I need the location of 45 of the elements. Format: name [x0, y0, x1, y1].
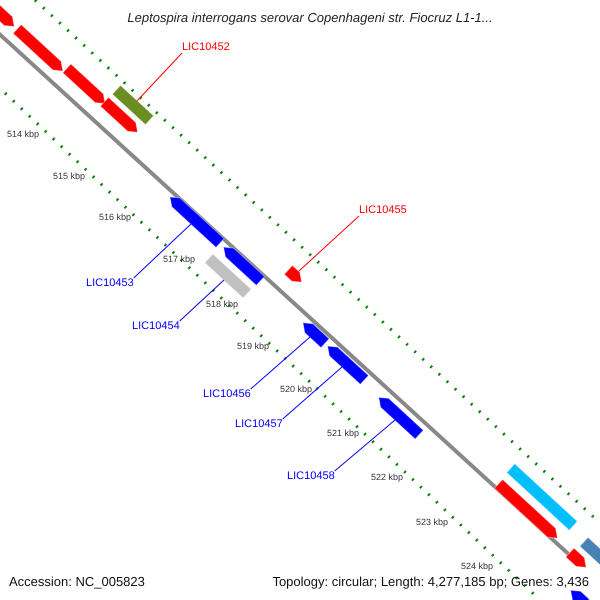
position-label: 518 kbp — [206, 300, 238, 309]
title: Leptospira interrogans serovar Copenhageni str. Fiocruz L1-1... — [126, 11, 494, 24]
gene-block — [112, 84, 154, 126]
gene-label: LIC10458 — [287, 471, 335, 482]
leader-line — [334, 420, 396, 472]
leader-line — [298, 216, 360, 272]
gene-feature — [565, 547, 587, 568]
gene-feature — [169, 196, 225, 248]
leader-line — [136, 52, 182, 102]
leader-line — [179, 280, 224, 322]
gene-label: LIC10454 — [132, 321, 180, 332]
gene-feature — [302, 322, 330, 348]
leader-line — [250, 336, 310, 390]
position-label: 520 kbp — [280, 385, 312, 394]
gene-label: LIC10456 — [203, 389, 251, 400]
gene-feature — [100, 96, 138, 133]
accession-text: Accession: NC_005823 — [9, 575, 145, 588]
position-label: 515 kbp — [53, 172, 86, 181]
gene-feature — [570, 590, 590, 600]
gene-feature — [284, 264, 302, 283]
leader-line — [282, 366, 342, 420]
gene-block — [204, 253, 252, 299]
gene-feature — [378, 396, 424, 440]
gene-feature — [222, 246, 266, 286]
position-label: 524 kbp — [461, 562, 494, 571]
gene-feature — [0, 4, 15, 28]
gene-feature — [326, 346, 370, 385]
leader-line — [133, 224, 192, 278]
position-label: 517 kbp — [163, 255, 196, 264]
gene-feature — [12, 24, 64, 72]
position-label: 519 kbp — [237, 342, 270, 351]
gene-block — [579, 536, 600, 568]
gene-feature — [494, 478, 558, 539]
position-label: 523 kbp — [416, 518, 448, 527]
gene-label: LIC10457 — [235, 419, 283, 430]
gene-label: LIC10453 — [86, 278, 134, 289]
position-label: 514 kbp — [7, 130, 40, 139]
gene-block — [506, 463, 578, 531]
summary-text: Topology: circular; Length: 4,277,185 bp; Genes: 3,436 — [272, 575, 589, 588]
gene-label: LIC10455 — [359, 205, 407, 216]
gene-feature — [62, 63, 106, 104]
position-label: 516 kbp — [99, 213, 132, 222]
position-label: 521 kbp — [327, 429, 360, 438]
gene-label: LIC10452 — [182, 42, 230, 53]
position-label: 522 kbp — [371, 473, 404, 482]
